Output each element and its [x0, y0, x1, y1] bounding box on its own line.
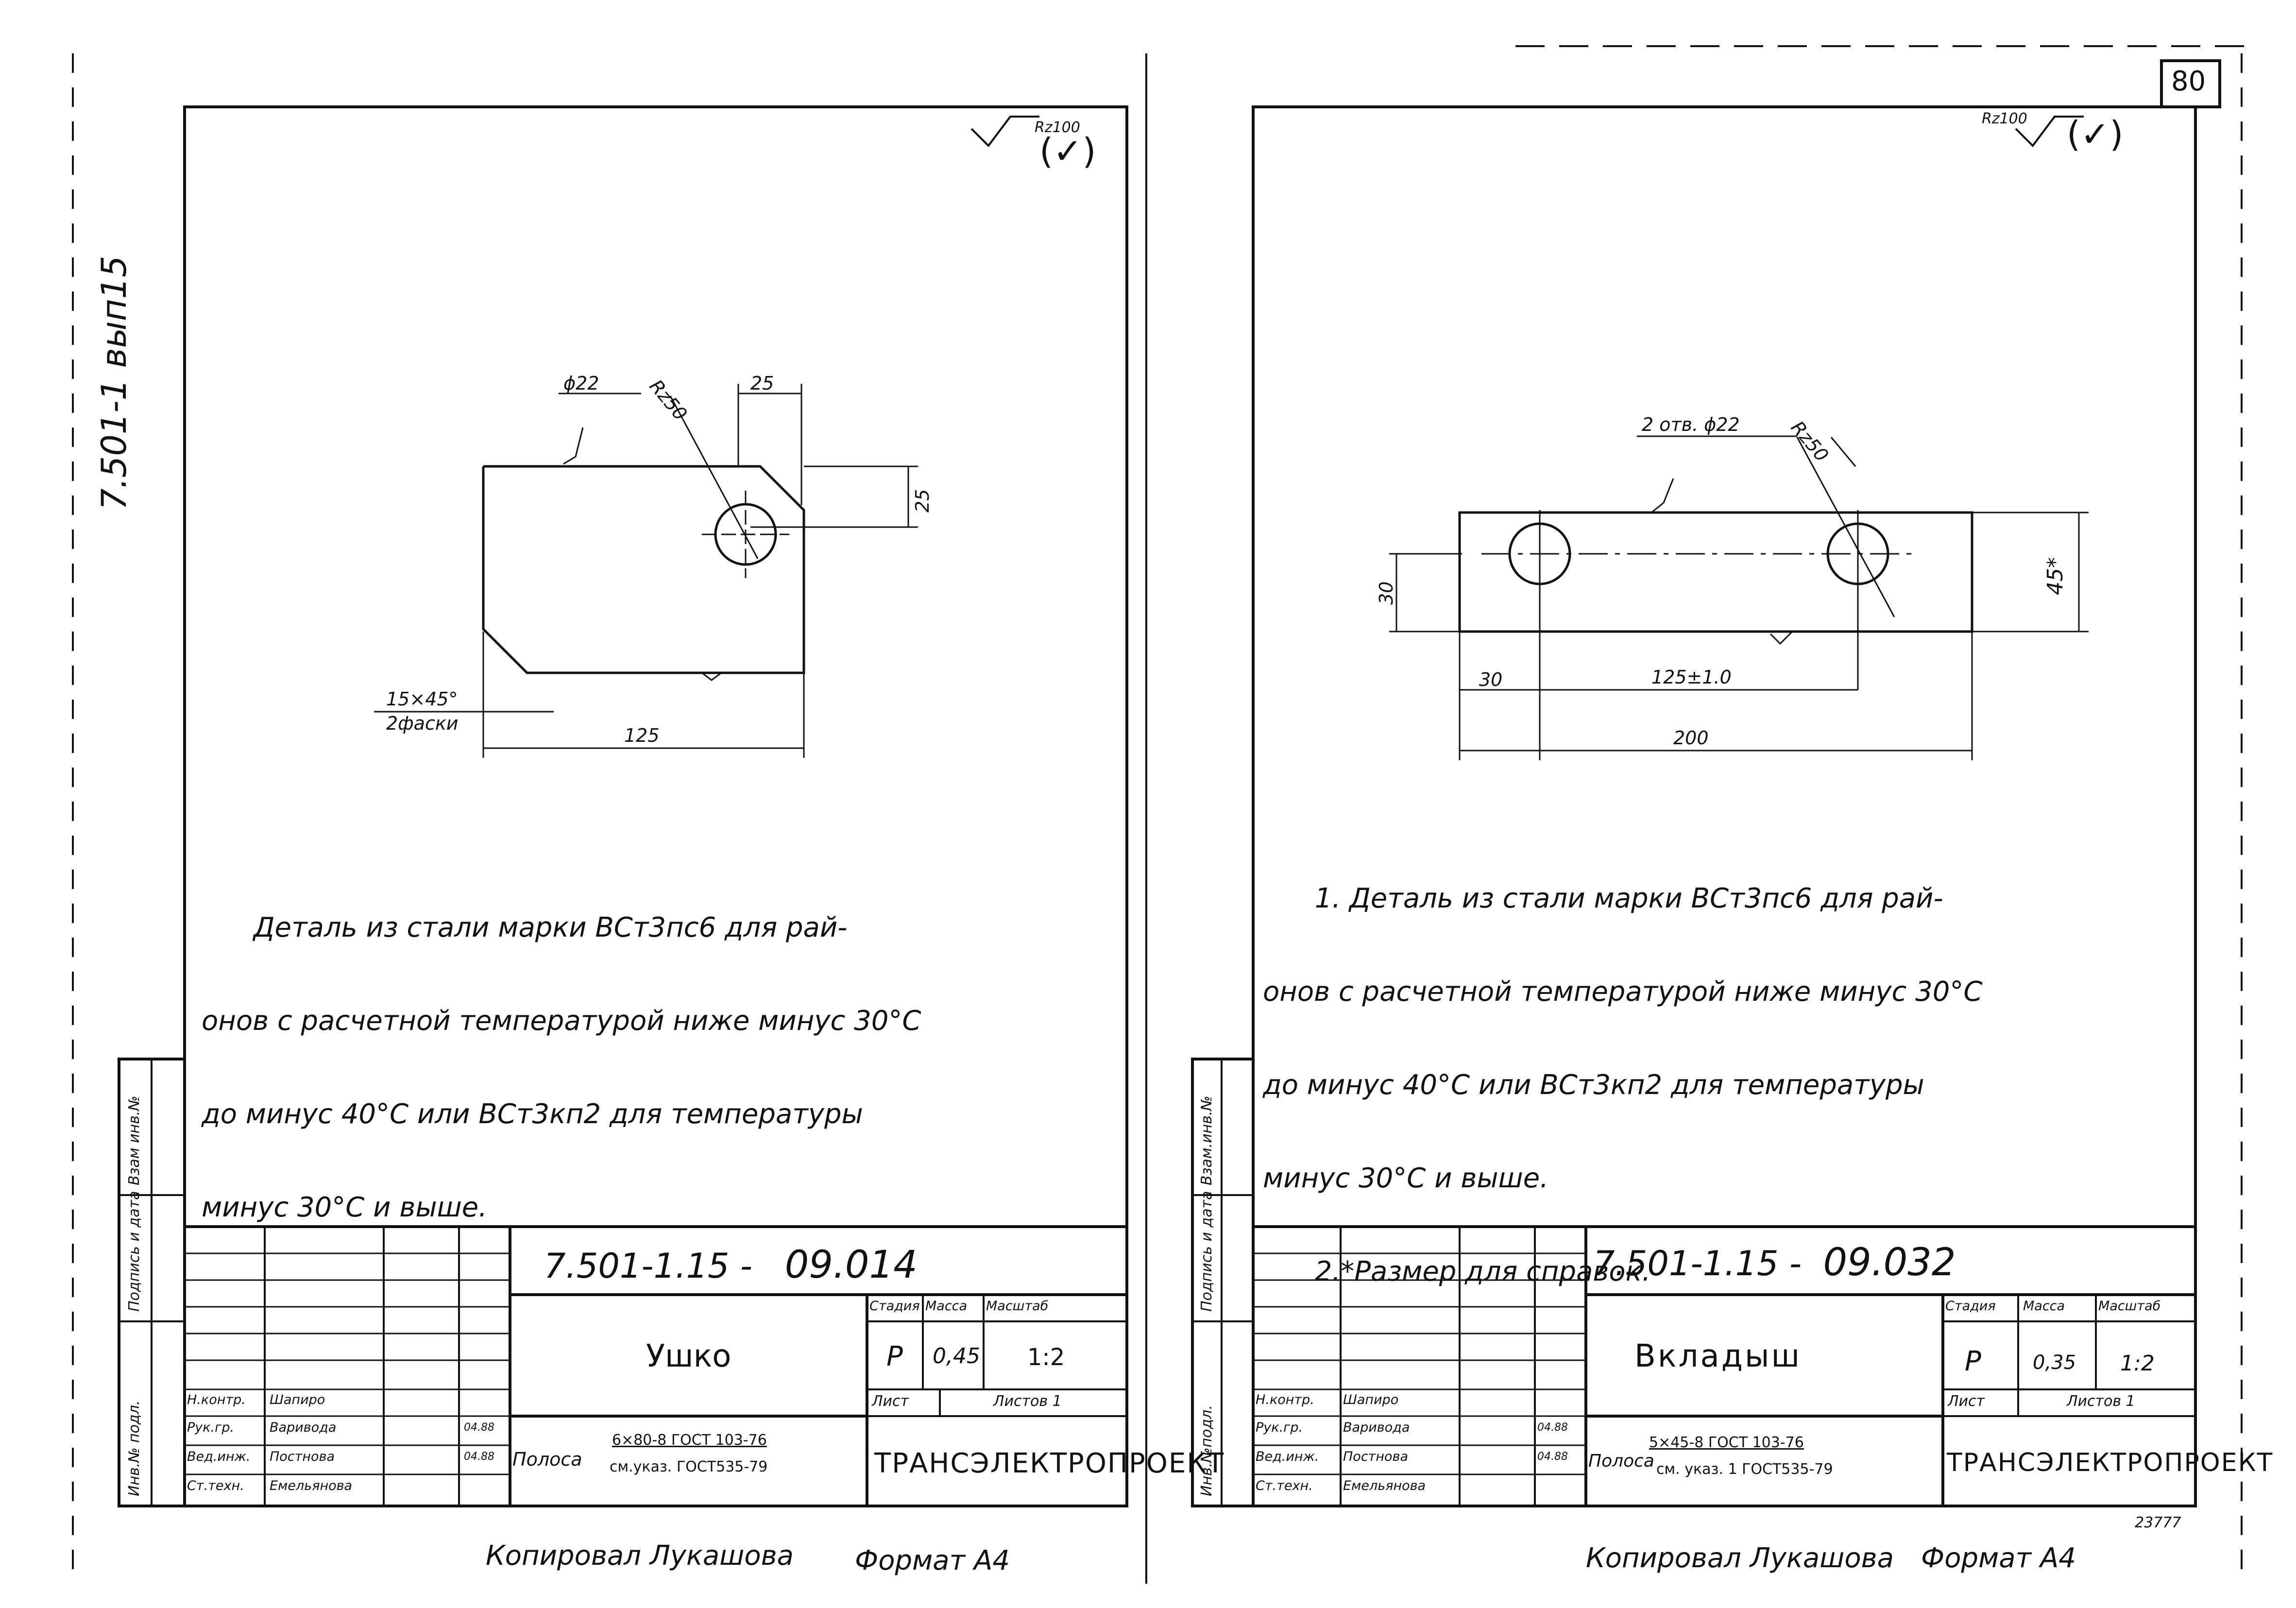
hole-spacing-dim: 125±1.0 [1651, 667, 1732, 688]
material-prefix: Полоса [512, 1449, 582, 1470]
height-dim: 30 [1376, 581, 1397, 605]
roughness-symbol: (✓) [1039, 131, 1096, 171]
right-sheet-frame [1191, 59, 2221, 1507]
copied-by: Копировал Лукашова [486, 1540, 794, 1572]
organization: ТРАНСЭЛЕКТРОПРОЕКТ [874, 1448, 1225, 1479]
stage-value: Р [886, 1341, 903, 1372]
header-scale: Масштаб [986, 1299, 1049, 1314]
scale-value: 1:2 [2120, 1351, 2155, 1376]
sheets-label: Листов 1 [2067, 1393, 2135, 1410]
side-label-inventory: Инв.№подл. [1198, 1405, 1215, 1496]
material-prefix: Полоса [1588, 1451, 1654, 1471]
scale-value: 1:2 [1027, 1344, 1065, 1371]
left-part-drawing [374, 116, 1039, 758]
part-name: Вкладыш [1634, 1338, 1802, 1374]
chamfer-count: 2фаски [386, 713, 459, 734]
chamfer-dim: 15×45° [386, 688, 458, 710]
doc-code: 7.501-1.15 - 09.014 [544, 1243, 918, 1287]
mass-value: 0,35 [2033, 1351, 2076, 1374]
offset-dim: 25 [912, 489, 933, 513]
bottom-number: 23777 [2135, 1514, 2181, 1531]
edge-dim: 25 [750, 373, 774, 394]
sheet-label: Лист [1948, 1393, 1985, 1410]
side-label-inventory: Инв.№ подл. [126, 1400, 143, 1496]
hole-diameter-dim: ϕ22 [563, 373, 599, 394]
roughness-label: Rz100 [1982, 110, 2027, 127]
header-scale: Масштаб [2098, 1299, 2161, 1314]
roughness-label: Rz100 [1035, 119, 1080, 136]
side-label-replace: Взам.инв.№ [1198, 1095, 1215, 1185]
material-std: см. указ. 1 ГОСТ535-79 [1656, 1461, 1833, 1478]
sheets-label: Листов 1 [993, 1393, 1062, 1410]
organization: ТРАНСЭЛЕКТРОПРОЕКТ [1947, 1448, 2274, 1477]
left-sheet-frame [118, 105, 1128, 1507]
mass-value: 0,45 [933, 1344, 980, 1369]
copied-by: Копировал Лукашова [1586, 1542, 1894, 1574]
header-mass: Масса [2023, 1299, 2065, 1314]
side-label-signature: Подпись и дата [126, 1191, 143, 1312]
doc-code: 7.501-1.15 - 09.032 [1593, 1241, 1956, 1284]
sheet-label: Лист [872, 1393, 909, 1410]
header-stage: Стадия [1945, 1299, 1996, 1314]
part-name: Ушко [646, 1338, 731, 1374]
width-ref-dim: 45* [2043, 557, 2068, 595]
length-dim: 200 [1673, 727, 1709, 749]
roughness-symbol: (✓) [2067, 114, 2124, 154]
series-label: 7.501-1 вып15 [94, 256, 134, 510]
holes-dim: 2 отв. ϕ22 [1642, 414, 1740, 435]
material-spec: 5×45-8 ГОСТ 103-76 [1649, 1434, 1804, 1451]
format: Формат А4 [855, 1545, 1010, 1576]
side-label-replace: Взам инв.№ [126, 1095, 143, 1185]
header-stage: Стадия [869, 1299, 920, 1314]
material-std: см.указ. ГОСТ535-79 [610, 1458, 768, 1475]
format: Формат А4 [1921, 1542, 2076, 1574]
material-note: 1. Деталь из стали марки ВСт3пс6 для рай… [1263, 883, 1983, 1287]
length-dim: 125 [624, 725, 660, 746]
right-part-drawing [1389, 116, 2089, 760]
material-spec: 6×80-8 ГОСТ 103-76 [612, 1432, 767, 1449]
left-offset-dim: 30 [1479, 669, 1503, 690]
header-mass: Масса [925, 1299, 968, 1314]
page-number: 80 [2171, 66, 2206, 97]
stage-value: Р [1965, 1346, 1981, 1377]
material-note: Деталь из стали марки ВСт3пс6 для рай- о… [202, 912, 921, 1223]
side-label-signature: Подпись и дата [1198, 1191, 1215, 1312]
